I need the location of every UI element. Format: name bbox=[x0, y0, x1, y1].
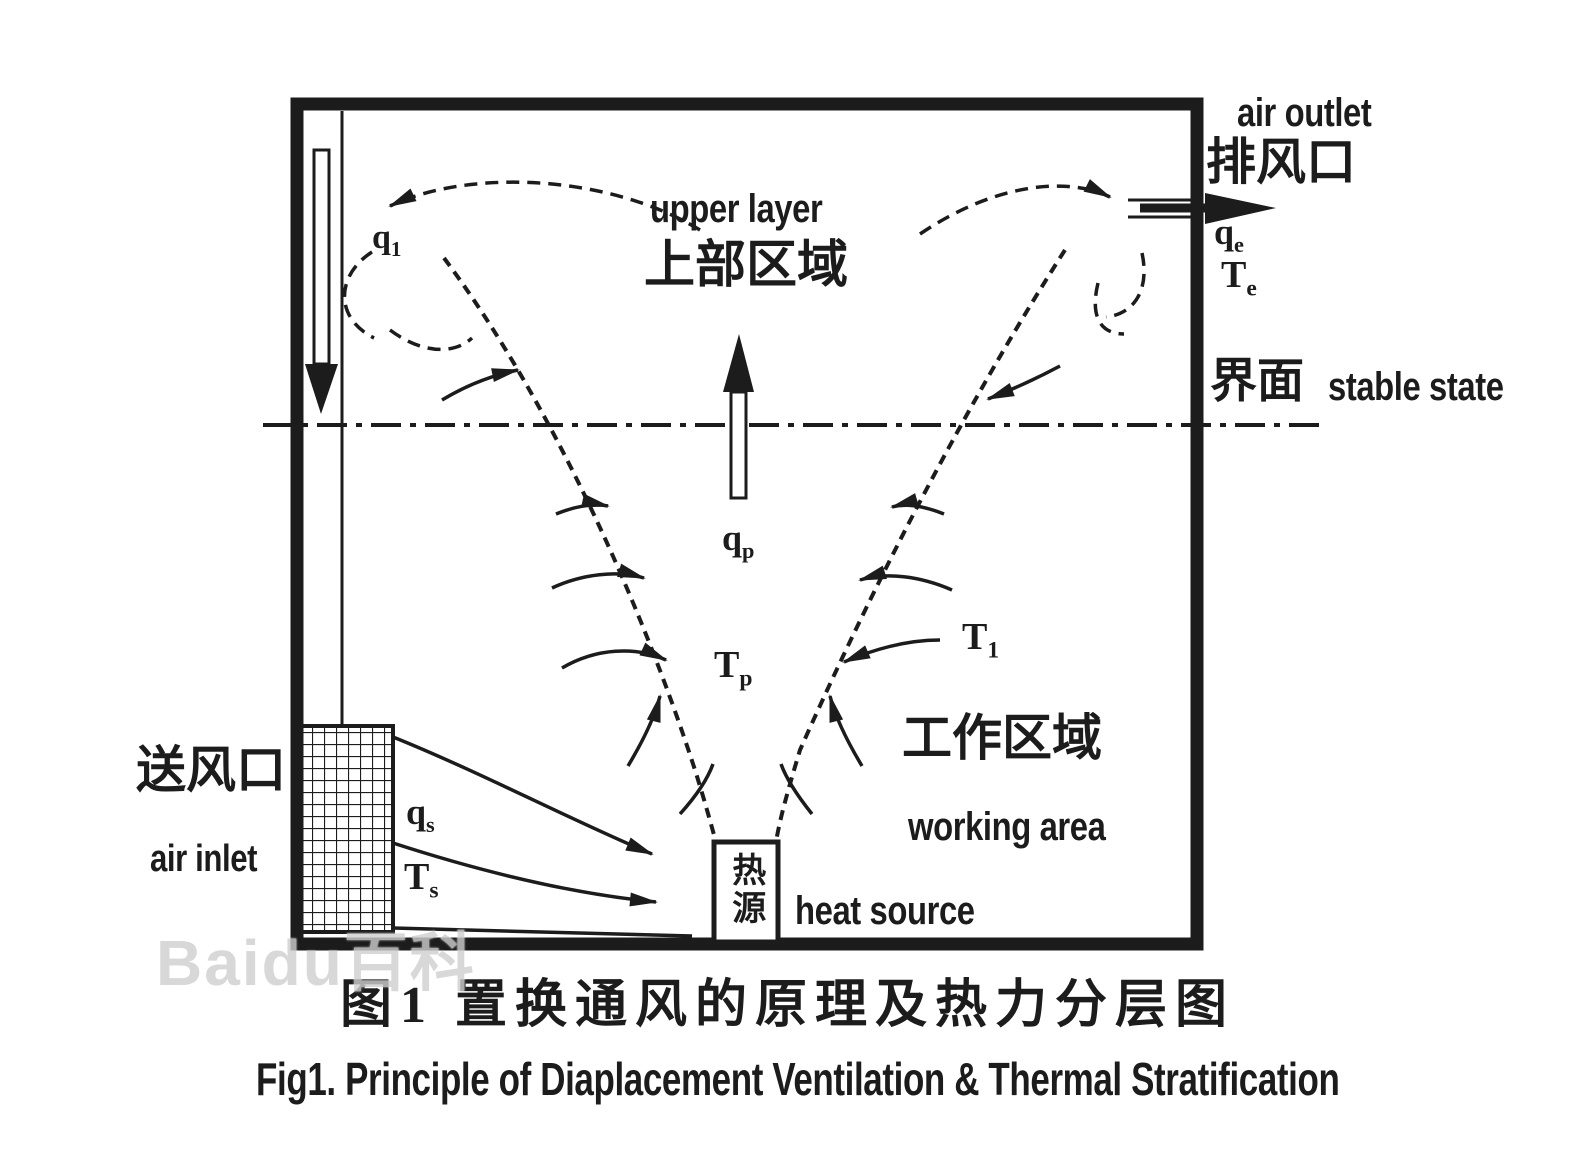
exhaust-flow-symbol: qe bbox=[1214, 212, 1244, 258]
air-inlet-label-cn: 送风口 bbox=[136, 742, 286, 798]
plume-flow-symbol: qp bbox=[722, 518, 755, 564]
upper-layer-label-cn: 上部区域 bbox=[644, 236, 849, 293]
plume-rise-arrow bbox=[723, 334, 754, 500]
outlet-duct bbox=[1128, 198, 1197, 219]
supply-flow-symbol: qs bbox=[406, 792, 435, 838]
exhaust-temp-symbol: Te bbox=[1221, 254, 1257, 302]
entrainment-arrows-right bbox=[779, 493, 953, 816]
upper-flow-symbol: q1 bbox=[372, 219, 402, 261]
interface-label-cn: 界面 bbox=[1210, 354, 1304, 407]
upper-left-swirls bbox=[342, 180, 701, 402]
heat-source-box bbox=[711, 839, 781, 945]
air-outlet-label-en: air outlet bbox=[1237, 91, 1372, 135]
figure-caption-cn: 图1 置换通风的原理及热力分层图 bbox=[340, 977, 1236, 1034]
supply-temp-symbol: Ts bbox=[404, 856, 439, 904]
air-outlet-label-cn: 排风口 bbox=[1206, 134, 1356, 190]
downdraft-arrow bbox=[305, 148, 338, 414]
upper-right-swirls bbox=[919, 179, 1146, 401]
outlet-arrow bbox=[1140, 193, 1276, 224]
inlet-diffuser bbox=[296, 724, 395, 934]
baidu-watermark: Baidu百科 bbox=[156, 927, 476, 999]
working-area-label-cn: 工作区域 bbox=[902, 710, 1102, 766]
entrainment-arrows-left bbox=[551, 493, 715, 816]
heat-source-label-en: heat source bbox=[795, 889, 975, 933]
working-temp-symbol: T1 bbox=[962, 616, 1000, 664]
plume-boundaries bbox=[442, 248, 1067, 843]
figure-caption-en: Fig1. Principle of Diaplacement Ventilat… bbox=[256, 1053, 1340, 1105]
upper-layer-label-en: upper layer bbox=[650, 187, 823, 231]
heat-source-label-cn: 热源 bbox=[726, 852, 765, 928]
supply-flow-lines bbox=[392, 735, 693, 938]
working-area-label-en: working area bbox=[908, 805, 1106, 849]
air-inlet-label-en: air inlet bbox=[150, 838, 258, 880]
stable-state-label-en: stable state bbox=[1328, 365, 1504, 409]
plume-temp-symbol: Tp bbox=[714, 644, 753, 692]
